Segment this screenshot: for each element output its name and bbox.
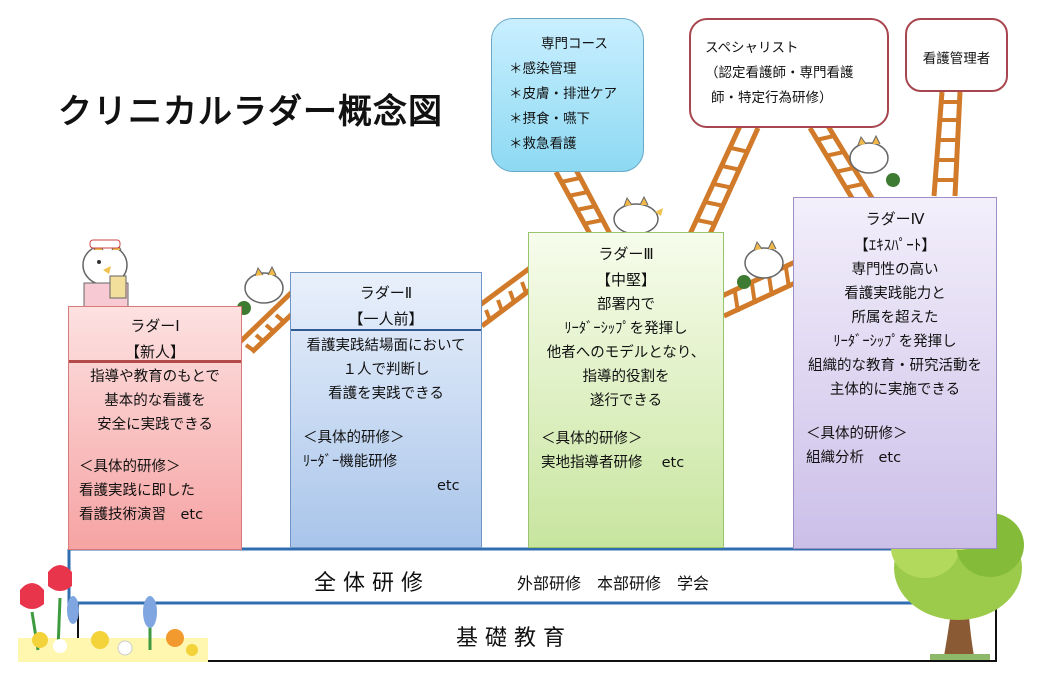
flowers-icon [18, 565, 208, 662]
ladder-1-desc: 基本的な看護を [104, 393, 206, 409]
ladder-1-header: ラダーⅠ 【新人】 [69, 307, 241, 363]
manager-bubble: 看護管理者 [905, 18, 1008, 92]
course-heading: 専門コース [541, 36, 608, 52]
ladder-4-desc: 看護実践能力と [844, 286, 946, 302]
ladder-2-desc: １人で判断し [342, 362, 430, 378]
ladder-2-name: ラダーⅡ [359, 284, 413, 302]
ladder-1-box: ラダーⅠ 【新人】 指導や教育のもとで 基本的な看護を 安全に実践できる ＜具体… [68, 306, 242, 550]
external-training-label: 外部研修 本部研修 学会 [517, 574, 710, 593]
ladder-2-header: ラダーⅡ 【一人前】 [291, 273, 481, 331]
ladder-to-course [553, 166, 613, 236]
ladder-1-desc: 指導や教育のもとで [90, 369, 220, 385]
general-training-label: 全 体 研 修 [314, 571, 423, 596]
climbing-character-icon [237, 265, 284, 315]
specialist-heading: スペシャリスト [705, 40, 799, 56]
ladder-3-name: ラダーⅢ [598, 245, 654, 263]
ladder-2-desc: 看護実践結場面において [306, 338, 466, 354]
course-item: ＊皮膚・排泄ケア [509, 86, 617, 102]
ladder-4-desc: 組織的な教育・研究活動を [808, 358, 982, 374]
ladder-2-3 [478, 265, 532, 328]
nurse-character-icon [82, 239, 129, 308]
ladder-3-desc: 部署内で [597, 297, 655, 313]
ladder-2-training: ﾘｰﾀﾞｰ機能研修 [303, 454, 398, 470]
specialist-line: （認定看護師・専門看護 [705, 65, 854, 81]
specialty-course-bubble: 専門コース ＊感染管理 ＊皮膚・排泄ケア ＊摂食・嚥下 ＊救急看護 [491, 18, 644, 172]
ladder-4-tag: 【ｴｷｽﾊﾟｰﾄ】 [853, 236, 937, 254]
basic-education-label: 基 礎 教 育 [456, 626, 565, 651]
ladder-2-desc: 看護を実践できる [328, 386, 444, 402]
ladder-3-training-heading: ＜具体的研修＞ [541, 431, 643, 447]
ladder-4-desc: ﾘｰﾀﾞｰｼｯﾌﾟを発揮し [833, 334, 957, 350]
course-item: ＊救急看護 [509, 136, 577, 152]
ladder-3-box: ラダーⅢ 【中堅】 部署内で ﾘｰﾀﾞｰｼｯﾌﾟを発揮し 他者へのモデルとなり、… [528, 232, 724, 548]
ladder-4-name: ラダーⅣ [865, 210, 925, 228]
ladder-3-training: 実地指導者研修 etc [541, 455, 685, 471]
ladder-1-desc: 安全に実践できる [97, 417, 213, 433]
ladder-to-specialist-left [687, 124, 761, 236]
ladder-3-desc: 指導的役割を [582, 369, 670, 385]
climbing-character-icon [737, 239, 784, 289]
ladder-1-tag: 【新人】 [124, 343, 185, 361]
ladder-2-tag: 【一人前】 [348, 310, 424, 328]
ladder-2-etc: etc [437, 478, 460, 494]
ladder-to-manager [931, 91, 963, 197]
climbing-character-icon [849, 134, 900, 187]
climbing-character-icon [613, 195, 663, 235]
ladder-4-desc: 主体的に実施できる [829, 382, 961, 398]
ladder-1-name: ラダーⅠ [130, 317, 180, 335]
ladder-2-training-heading: ＜具体的研修＞ [303, 430, 405, 446]
ladder-3-desc: 他者へのモデルとなり、 [546, 345, 706, 361]
course-item: ＊感染管理 [509, 61, 577, 77]
course-item: ＊摂食・嚥下 [509, 111, 590, 127]
ladder-3-desc: 遂行できる [589, 393, 663, 409]
page-title: クリニカルラダー概念図 [58, 92, 443, 132]
specialist-bubble: スペシャリスト （認定看護師・専門看護 師・特定行為研修） [689, 18, 889, 128]
manager-heading: 看護管理者 [922, 51, 991, 67]
ladder-1-training: 看護技術演習 etc [79, 507, 204, 523]
ladder-4-training: 組織分析 etc [806, 450, 902, 466]
ladder-1-training-heading: ＜具体的研修＞ [79, 459, 181, 475]
ladder-3-desc: ﾘｰﾀﾞｰｼｯﾌﾟを発揮し [564, 321, 688, 337]
ladder-4-desc: 専門性の高い [851, 262, 939, 278]
ladder-2-box: ラダーⅡ 【一人前】 看護実践結場面において １人で判断し 看護を実践できる ＜… [290, 272, 482, 548]
ladder-4-training-heading: ＜具体的研修＞ [806, 426, 908, 442]
ladder-1-training: 看護実践に即した [79, 483, 195, 499]
specialist-line: 師・特定行為研修） [711, 90, 833, 106]
ladder-4-desc: 所属を超えた [851, 310, 939, 326]
ladder-3-tag: 【中堅】 [595, 271, 656, 289]
ladder-4-box: ラダーⅣ 【ｴｷｽﾊﾟｰﾄ】 専門性の高い 看護実践能力と 所属を超えた ﾘｰﾀ… [793, 197, 997, 549]
ladder-1-2 [238, 290, 294, 354]
